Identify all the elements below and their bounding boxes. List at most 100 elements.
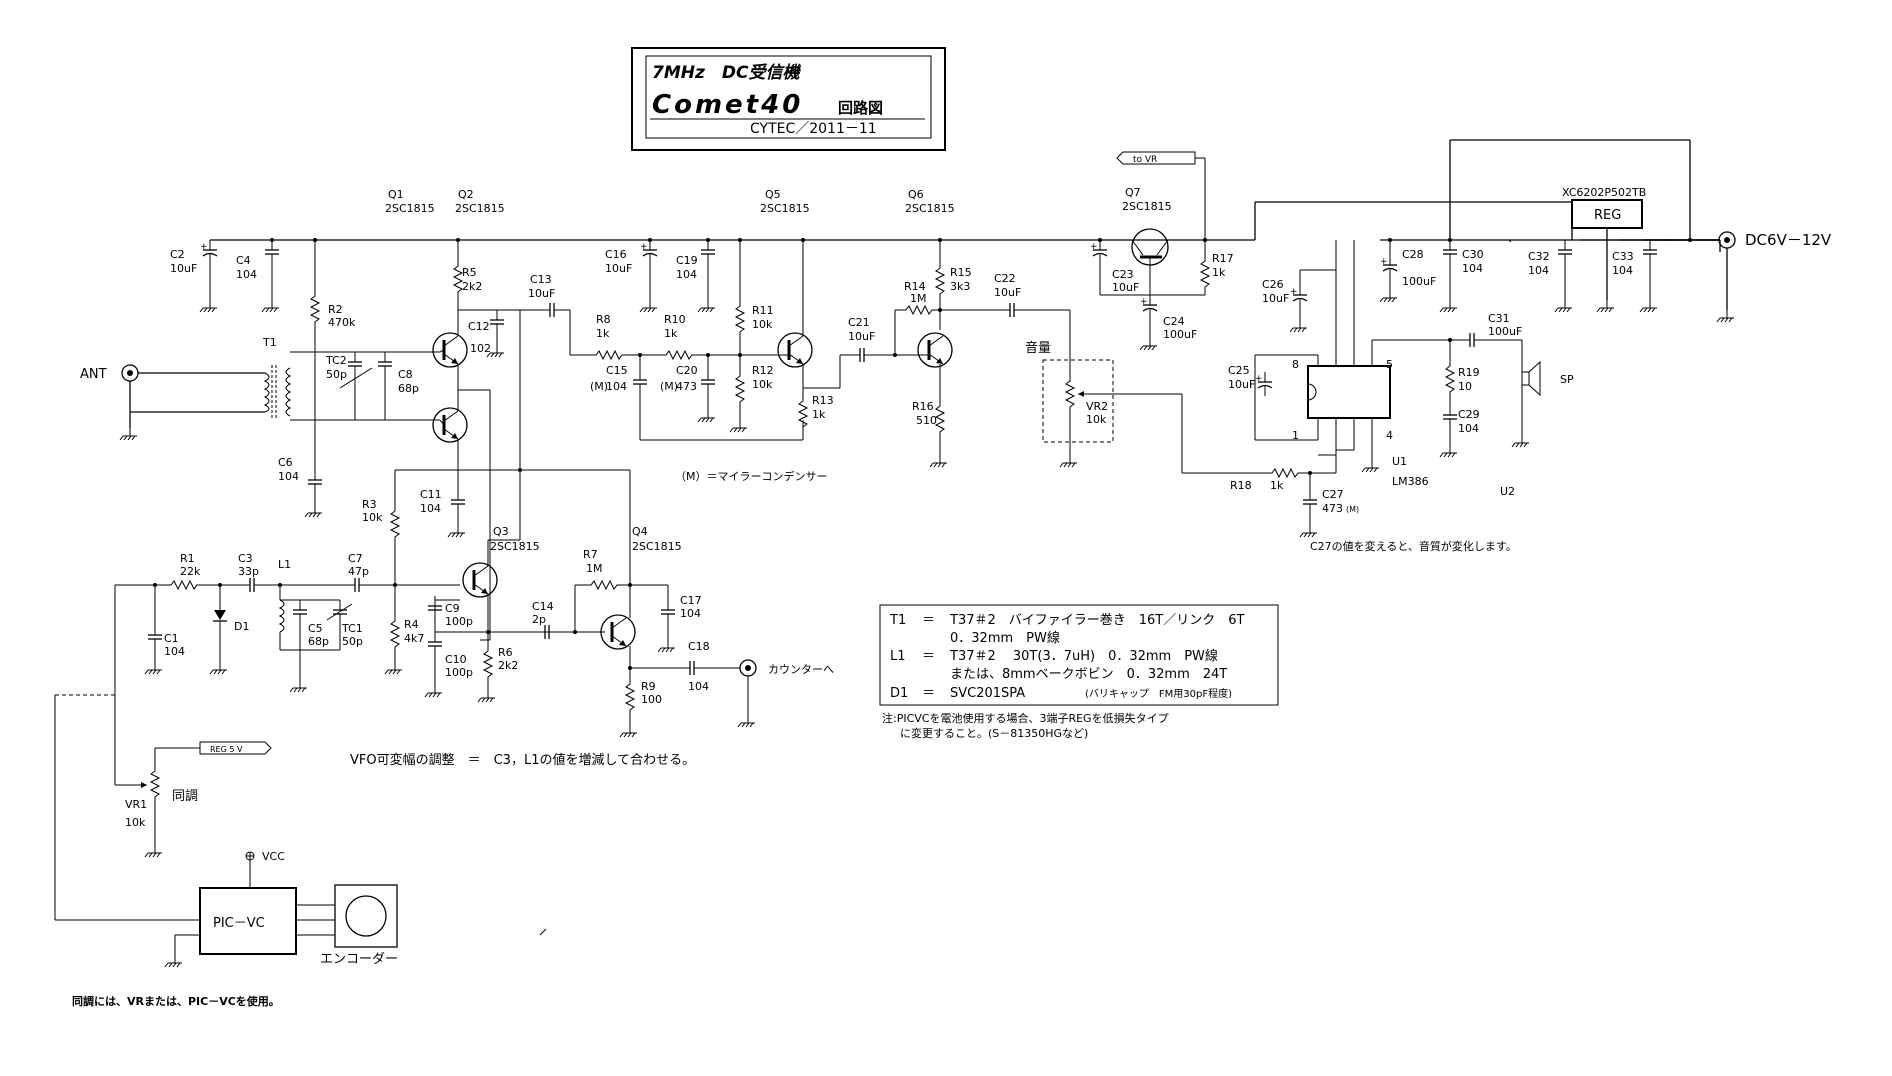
vr1-val: 10k [125,816,146,829]
reg-box: REG [1594,208,1621,223]
c29-val: 104 [1458,422,1479,435]
r16-ref: R16 [912,400,934,413]
q1-ref: Q1 [388,188,404,201]
c17-val: 104 [680,607,701,620]
ripple-filter-q7: Q7 2SC1815 C23 10uF R17 1k C24 100uF to … [1089,151,1234,351]
r15-val: 3k3 [950,280,970,293]
q5-ref: Q5 [765,188,781,201]
c17-ref: C17 [680,594,702,607]
r3-ref: R3 [362,498,377,511]
q1-part: 2SC1815 [385,202,435,215]
r12-ref: R12 [752,364,774,377]
svg-text:＝: ＝ [922,649,935,664]
af-amp-q6: Q6 2SC1815 R15 3k3 R14 1M R16 510 C22 10… [894,188,1071,468]
title-block: 7MHz DC受信機 Comet40 回路図 CYTEC／2011－11 [631,47,946,151]
vr1-name: 同調 [172,789,198,804]
r6-ref: R6 [498,646,513,659]
vr2-name: 音量 [1025,340,1051,356]
title-line1: 7MHz DC受信機 [652,63,802,83]
c15-val: 104 [606,380,627,393]
buffer-q4: C14 2p R7 1M C17 104 C18 104 カウンターへ R9 1… [520,525,834,738]
af-amp-q5: Q5 2SC1815 R11 10k R12 10k R13 1k C21 10… [729,188,930,440]
r4-ref: R4 [404,618,419,631]
r9-val: 100 [641,693,662,706]
c30-ref: C30 [1462,248,1484,261]
c3-ref: C3 [238,552,253,565]
svg-text:5: 5 [1386,358,1393,371]
r14-ref: R14 [904,280,926,293]
pt-row0-id: T1 [889,613,906,628]
c9-ref: C9 [445,602,460,615]
c18-ref: C18 [688,640,710,653]
q6-part: 2SC1815 [905,202,955,215]
c13-ref: C13 [530,273,552,286]
q3-ref: Q3 [493,525,509,538]
r7-val: 1M [586,562,603,575]
q6-ref: Q6 [908,188,924,201]
svg-text:1: 1 [1292,429,1299,442]
pt-row2-text: T37＃2 30T(3．7uH) 0．32mm PW線 [949,648,1218,664]
c11-ref: C11 [420,488,442,501]
regulator: XC6202P502TB REG C32 104 C33 104 [1510,186,1690,313]
r10-ref: R10 [664,313,686,326]
c5-ref: C5 [308,622,323,635]
c28-ref: C28 [1402,248,1424,261]
c33-val: 104 [1612,264,1633,277]
pt-row0-text: T37＃2 バイファイラー巻き 16T／リンク 6T [949,613,1245,628]
c31-ref: C31 [1488,312,1510,325]
volume-control: 音量 VR2 10k [1025,340,1258,474]
u1-ref: U1 [1392,455,1407,468]
r16-val: 510 [916,414,937,427]
power-rail [210,139,1721,252]
r6-val: 2k2 [498,659,518,672]
svg-text:(M): (M) [660,380,678,393]
q2-ref: Q2 [458,188,474,201]
c8-val: 68p [398,382,419,395]
c21-val: 10uF [848,330,875,343]
af-filter: R8 1k R10 1k C15 (M) 104 C20 (M) 473 [569,310,804,441]
r2-val: 470k [328,316,356,329]
r18-val: 1k [1270,479,1284,492]
r14-val: 1M [910,292,927,305]
c32-val: 104 [1528,264,1549,277]
u1-part: LM386 [1392,475,1429,488]
antenna-input: ANT T1 [80,336,292,441]
tc2-ref: TC2 [325,354,347,367]
c22-val: 10uF [994,286,1021,299]
picvc-label: PIC－VC [213,916,265,931]
pt-row2-id: L1 [890,649,906,664]
title-kind: 回路図 [838,99,883,117]
c1-val: 104 [164,645,185,658]
c24-val: 100uF [1163,328,1197,341]
r4-val: 4k7 [404,632,424,645]
q4-ref: Q4 [632,525,648,538]
r13-ref: R13 [812,394,834,407]
reg5v-label: REG 5 V [210,745,243,754]
c7-ref: C7 [348,552,363,565]
c29-ref: C29 [1458,408,1480,421]
r18-ref: R18 [1230,479,1252,492]
decoupling-left: C2 10uF C4 104 [170,239,280,313]
q7-part: 2SC1815 [1122,200,1172,213]
tuning-note: 同調には、VRまたは、PIC－VCを使用。 [72,994,280,1008]
c28-val: 100uF [1402,275,1436,288]
r8-val: 1k [596,327,610,340]
u2-ref: U2 [1500,485,1515,498]
title-credit: CYTEC／2011－11 [750,121,877,137]
junctions [153,238,1692,670]
c26-val: 10uF [1262,292,1289,305]
c19-ref: C19 [676,254,698,267]
c10-ref: C10 [445,653,467,666]
c5-val: 68p [308,635,329,648]
r17-ref: R17 [1212,252,1234,265]
r2-ref: R2 [328,303,343,316]
svg-text:(M): (M) [1346,505,1359,514]
c14-ref: C14 [532,600,554,613]
c19-val: 104 [676,268,697,281]
vcc-label: VCC [262,850,285,863]
r19-val: 10 [1458,380,1472,393]
d1-ref: D1 [234,620,249,633]
c32-ref: C32 [1528,250,1550,263]
r11-val: 10k [752,318,773,331]
c23-val: 10uF [1112,281,1139,294]
